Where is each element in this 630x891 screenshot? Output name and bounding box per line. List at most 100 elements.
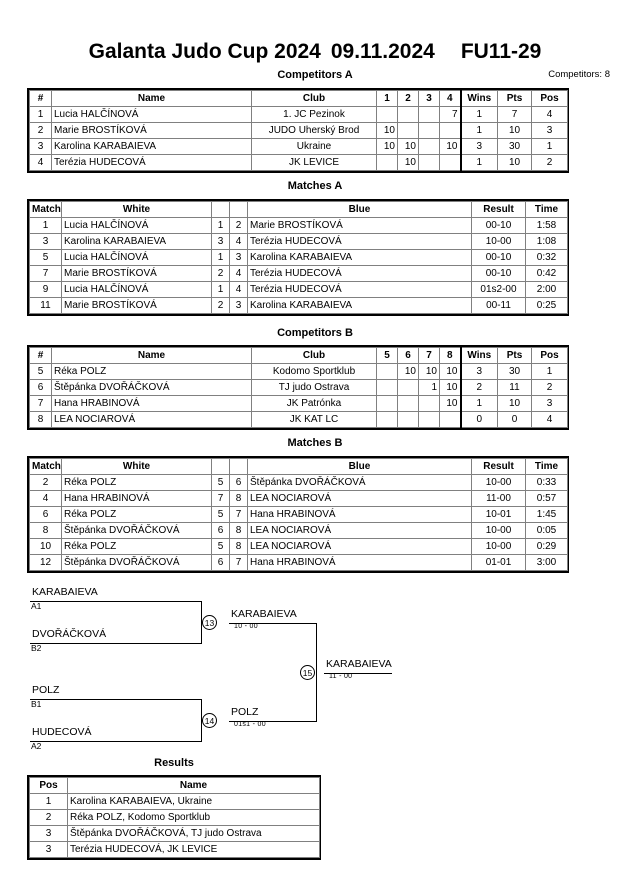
cell-result: 01-01 <box>471 554 526 571</box>
bracket-connector-final <box>316 623 317 722</box>
col-name: Name <box>51 90 252 107</box>
cell-name: Štěpánka DVOŘÁČKOVÁ, TJ judo Ostrava <box>67 825 320 842</box>
col-opp-1: 1 <box>376 90 398 107</box>
cell-white: Réka POLZ <box>61 538 212 555</box>
cell-match: 10 <box>29 538 62 555</box>
cell-time: 0:32 <box>525 249 568 266</box>
cell-club: JUDO Uherský Brod <box>251 122 377 139</box>
cell-name: Karolina KARABAIEVA <box>51 138 252 155</box>
bracket-entry-seed-4: A2 <box>31 741 42 751</box>
cell-white-num: 5 <box>211 506 230 523</box>
cell-opp-1 <box>376 379 398 396</box>
cell-blue-num: 4 <box>229 265 248 282</box>
cell-blue-num: 4 <box>229 281 248 298</box>
cell-match: 11 <box>29 297 62 314</box>
cell-time: 0:57 <box>525 490 568 507</box>
cell-result: 01s2-00 <box>471 281 526 298</box>
cell-club: 1. JC Pezinok <box>251 106 377 123</box>
cell-time: 0:25 <box>525 297 568 314</box>
cell-pos: 4 <box>531 106 568 123</box>
cell-white: Hana HRABINOVÁ <box>61 490 212 507</box>
cell-opp-1 <box>376 395 398 412</box>
col-white-num <box>211 458 230 475</box>
bracket-sf2-score: 01s1 - 00 <box>234 721 266 728</box>
cell-time: 0:05 <box>525 522 568 539</box>
cell-opp-3 <box>418 106 440 123</box>
cell-blue-num: 3 <box>229 297 248 314</box>
cell-opp-1: 10 <box>376 138 398 155</box>
cell-opp-4: 7 <box>439 106 461 123</box>
col-club: Club <box>251 347 377 364</box>
cell-match: 2 <box>29 474 62 491</box>
bracket-line-final-winner <box>324 673 392 674</box>
cell-pts: 30 <box>497 363 532 380</box>
bracket-entry-name-2: DVOŘÁČKOVÁ <box>32 628 107 640</box>
col-name: Name <box>51 347 252 364</box>
cell-name: Marie BROSTÍKOVÁ <box>51 122 252 139</box>
bracket-node-15: 15 <box>300 665 315 680</box>
cell-num: 7 <box>29 395 52 412</box>
cell-opp-3 <box>418 138 440 155</box>
col-time: Time <box>525 458 568 475</box>
cell-white-num: 1 <box>211 281 230 298</box>
cell-pos: 1 <box>29 793 68 810</box>
cell-blue: LEA NOCIAROVÁ <box>247 522 472 539</box>
cell-wins: 1 <box>459 106 498 123</box>
cell-pts: 10 <box>497 154 532 171</box>
bracket-sf1-score: 10 - 00 <box>234 623 258 630</box>
col-opp-5: 5 <box>376 347 398 364</box>
cell-result: 00-10 <box>471 249 526 266</box>
cell-opp-2 <box>397 411 419 428</box>
bracket-node-14: 14 <box>202 713 217 728</box>
bracket-connector-sf2 <box>201 699 202 742</box>
cell-wins: 3 <box>459 138 498 155</box>
cell-match: 12 <box>29 554 62 571</box>
cell-pts: 10 <box>497 122 532 139</box>
cell-match: 8 <box>29 522 62 539</box>
col-blue-num <box>229 201 248 218</box>
cell-pos: 4 <box>531 411 568 428</box>
competitors-b-caption: Competitors B <box>277 327 353 339</box>
cell-blue: Hana HRABINOVÁ <box>247 554 472 571</box>
cell-blue: LEA NOCIAROVÁ <box>247 490 472 507</box>
event-name: Galanta Judo Cup 2024 <box>88 40 321 63</box>
bracket-line-sf2-winner <box>229 721 317 722</box>
cell-blue-num: 3 <box>229 249 248 266</box>
col-num: # <box>29 347 52 364</box>
cell-opp-4 <box>439 411 461 428</box>
cell-time: 0:29 <box>525 538 568 555</box>
cell-opp-2: 10 <box>397 154 419 171</box>
cell-name: Lucia HALČÍNOVÁ <box>51 106 252 123</box>
cell-name: LEA NOCIAROVÁ <box>51 411 252 428</box>
cell-opp-3: 10 <box>418 363 440 380</box>
cell-time: 1:58 <box>525 217 568 234</box>
cell-club: JK Patrónka <box>251 395 377 412</box>
cell-white: Marie BROSTÍKOVÁ <box>61 297 212 314</box>
cell-pts: 7 <box>497 106 532 123</box>
cell-match: 4 <box>29 490 62 507</box>
cell-blue: Hana HRABINOVÁ <box>247 506 472 523</box>
cell-result: 10-00 <box>471 233 526 250</box>
cell-time: 1:08 <box>525 233 568 250</box>
cell-blue: LEA NOCIAROVÁ <box>247 538 472 555</box>
col-match: Match <box>29 201 62 218</box>
cell-opp-3 <box>418 395 440 412</box>
cell-num: 5 <box>29 363 52 380</box>
col-pos: Pos <box>29 777 68 794</box>
cell-white: Karolina KARABAIEVA <box>61 233 212 250</box>
cell-opp-2 <box>397 122 419 139</box>
cell-blue: Terézia HUDECOVÁ <box>247 265 472 282</box>
